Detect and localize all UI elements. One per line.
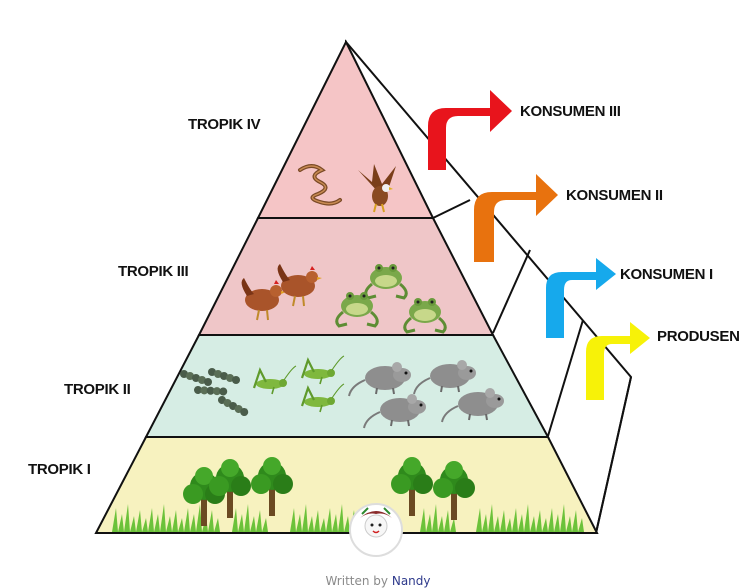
konsumen-iii-label: KONSUMEN III: [520, 103, 621, 120]
produsen-arrow: [586, 322, 650, 400]
level-1-label: TROPIK I: [28, 461, 91, 478]
konsumen-iii-arrow: [428, 90, 512, 170]
snake-icon: [298, 164, 342, 206]
level-2-label: TROPIK II: [64, 381, 131, 398]
level-3-label: TROPIK III: [118, 263, 188, 280]
pyramid-level-1: [94, 436, 599, 534]
pyramid-level-2: [144, 334, 550, 438]
avatar[interactable]: [349, 503, 403, 557]
written-by-text: Written by: [325, 574, 389, 588]
konsumen-ii-label: KONSUMEN II: [566, 187, 663, 204]
byline: Written by Nandy: [0, 574, 756, 588]
konsumen-i-label: KONSUMEN I: [620, 266, 713, 283]
level-4-label: TROPIK IV: [188, 116, 261, 133]
konsumen-ii-arrow: [474, 174, 558, 262]
produsen-label: PRODUSEN: [657, 328, 740, 345]
eagle-icon: [358, 164, 396, 213]
konsumen-i-arrow: [546, 258, 616, 338]
author-link[interactable]: Nandy: [391, 574, 431, 588]
